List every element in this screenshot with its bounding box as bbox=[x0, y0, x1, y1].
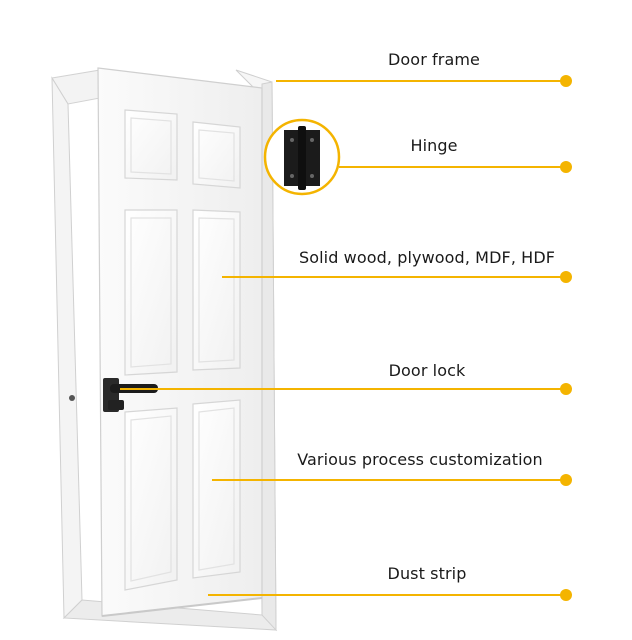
dust-strip-label: Dust strip bbox=[387, 564, 467, 583]
door-lock-label: Door lock bbox=[388, 361, 466, 380]
customization-dot bbox=[560, 474, 572, 486]
door-frame-label: Door frame bbox=[387, 50, 481, 69]
door-lock-dot bbox=[560, 383, 572, 395]
dust-strip-dot bbox=[560, 589, 572, 601]
material-dot bbox=[560, 271, 572, 283]
hinge-inset bbox=[263, 118, 341, 196]
callout-dots bbox=[560, 75, 572, 601]
callout-lines bbox=[120, 80, 566, 596]
door-panels bbox=[124, 109, 241, 591]
hinge-dot bbox=[560, 161, 572, 173]
door-lock-handle bbox=[69, 378, 158, 412]
material-label: Solid wood, plywood, MDF, HDF bbox=[298, 248, 556, 267]
process-customization-label: Various process customization bbox=[297, 450, 543, 469]
door-frame-dot bbox=[560, 75, 572, 87]
door-frame-shape bbox=[51, 69, 278, 632]
hinge-label: Hinge bbox=[410, 136, 458, 155]
